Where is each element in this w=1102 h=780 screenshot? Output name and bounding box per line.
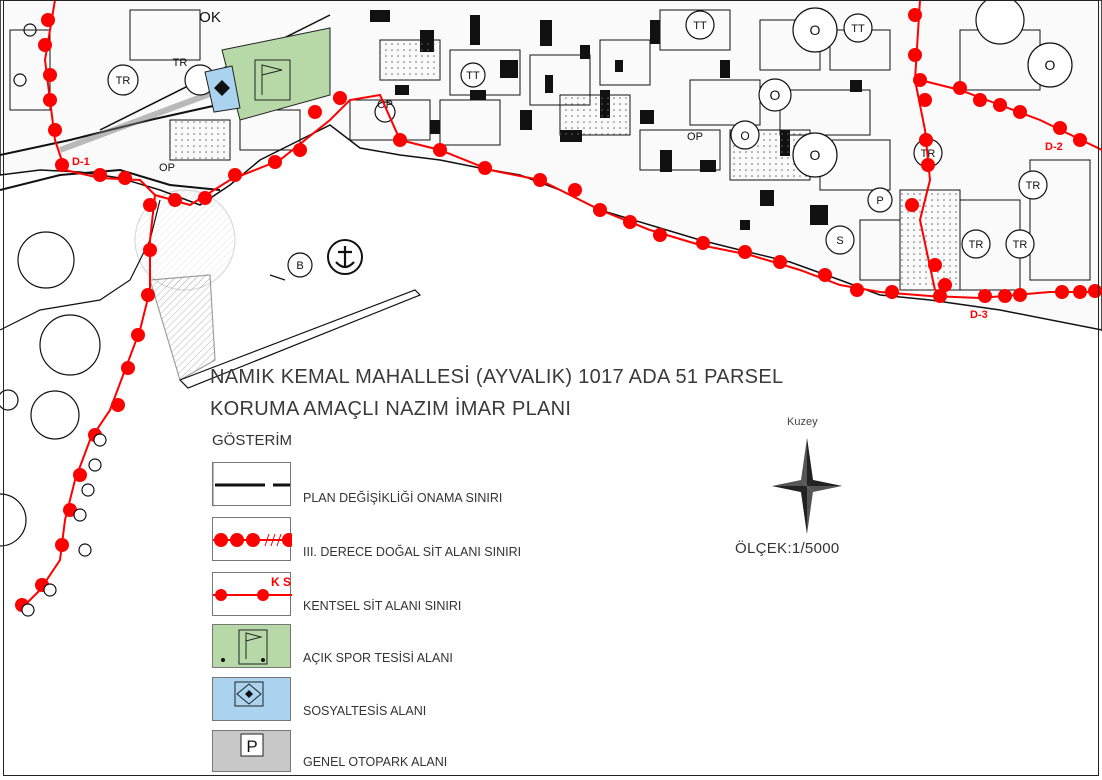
label-o-2: O bbox=[770, 87, 781, 103]
scale-label: ÖLÇEK:1/5000 bbox=[735, 540, 840, 557]
legend-heading: GÖSTERİM bbox=[212, 432, 293, 449]
label-tt-2: TT bbox=[693, 20, 707, 32]
legend-label-natural-site: III. DERECE DOĞAL SİT ALANI SINIRI bbox=[303, 545, 522, 559]
red-dot-line-icon bbox=[213, 533, 296, 547]
north-label: Kuzey bbox=[787, 416, 818, 428]
pier bbox=[149, 274, 422, 389]
label-tr-2: TR bbox=[173, 57, 188, 69]
parking-icon: P bbox=[240, 733, 264, 757]
label-tt-3: TT bbox=[851, 23, 865, 35]
label-d1: D-1 bbox=[72, 156, 90, 168]
legend-symbol-social bbox=[212, 677, 291, 721]
label-op-2: OP bbox=[159, 162, 175, 174]
anchor-icon bbox=[327, 239, 363, 275]
west-boundary-circles bbox=[21, 433, 107, 617]
label-d2: D-2 bbox=[1045, 141, 1063, 153]
diamond-icon bbox=[234, 681, 264, 707]
label-o-4: O bbox=[810, 147, 821, 163]
label-d3: D-3 bbox=[970, 309, 988, 321]
legend-symbol-urban-site: K S bbox=[212, 572, 292, 616]
legend-label-sport: AÇIK SPOR TESİSİ ALANI bbox=[303, 651, 453, 665]
west-coast bbox=[0, 23, 236, 547]
label-s: S bbox=[836, 235, 843, 247]
legend-ks-tag: K S bbox=[271, 575, 291, 589]
legend-label-urban-site: KENTSEL SİT ALANI SINIRI bbox=[303, 599, 462, 613]
label-tr-4: TR bbox=[1026, 180, 1041, 192]
flag-icon bbox=[221, 629, 268, 665]
legend-label-parking: GENEL OTOPARK ALANI bbox=[303, 755, 448, 769]
legend-symbol-sport bbox=[212, 624, 291, 668]
label-o-5: O bbox=[1045, 57, 1056, 73]
label-o-1: O bbox=[810, 22, 821, 38]
legend-symbol-plan-boundary bbox=[212, 462, 291, 507]
label-tr-6: TR bbox=[1013, 239, 1028, 251]
map-title-line2: KORUMA AMAÇLI NAZIM İMAR PLANI bbox=[210, 398, 572, 420]
dashed-line-icon bbox=[212, 463, 290, 507]
legend-label-plan-boundary: PLAN DEĞİŞİKLİĞİ ONAMA SINIRI bbox=[303, 491, 503, 505]
legend-symbol-natural-site bbox=[212, 517, 296, 561]
legend-symbol-parking: P bbox=[212, 730, 291, 772]
label-b: B bbox=[296, 260, 303, 272]
red-ks-line-icon: K S bbox=[213, 575, 292, 601]
label-ok: OK bbox=[199, 9, 221, 26]
label-tr-5: TR bbox=[969, 239, 984, 251]
parking-letter: P bbox=[246, 737, 257, 756]
social-facility-area bbox=[204, 65, 241, 113]
map-title-line1: NAMIK KEMAL MAHALLESİ (AYVALIK) 1017 ADA… bbox=[210, 366, 784, 388]
label-op-3: OP bbox=[687, 131, 703, 143]
label-o-3: O bbox=[740, 129, 749, 143]
label-tt-1: TT bbox=[466, 70, 480, 82]
label-p-map: P bbox=[876, 195, 883, 207]
label-tr-1: TR bbox=[116, 75, 131, 87]
north-arrow-icon bbox=[772, 438, 842, 534]
legend-label-social: SOSYALTESİS ALANI bbox=[303, 704, 427, 718]
